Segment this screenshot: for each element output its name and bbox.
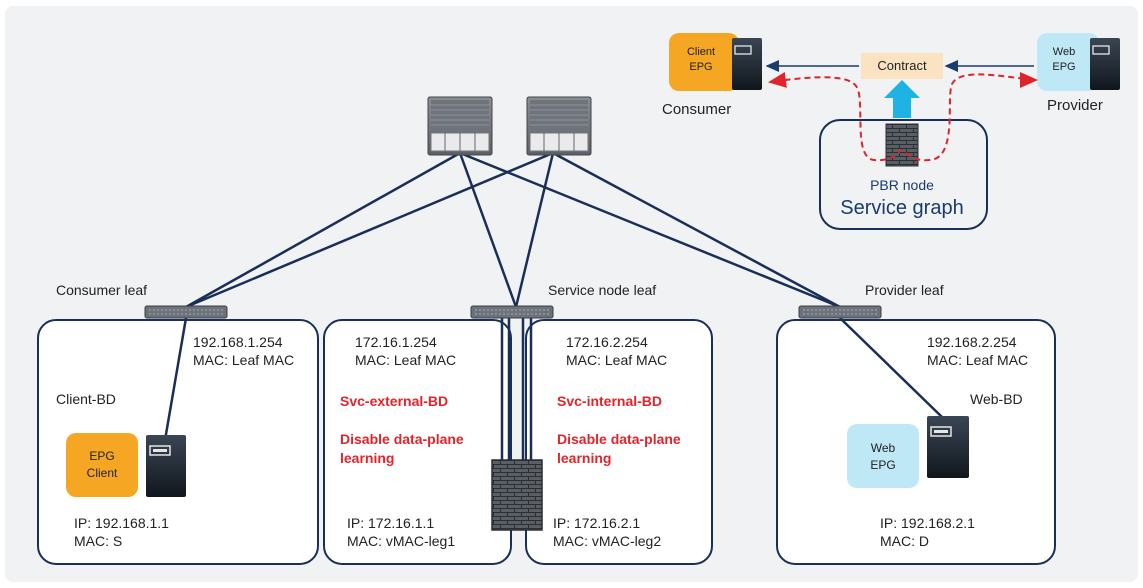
svc-internal-note-line1: Disable data-plane	[557, 431, 681, 447]
svc-internal-mac: MAC: vMAC-leg2	[553, 533, 661, 549]
web-server-icon	[927, 416, 969, 478]
svc-internal-ip: IP: 172.16.2.1	[553, 515, 640, 531]
web-bd-gateway-ip: 192.168.2.254	[927, 334, 1017, 350]
firewall-icon	[491, 459, 543, 531]
legend-web-epg-line1: Web	[1053, 46, 1075, 58]
client-bd-gateway-ip: 192.168.1.254	[193, 334, 283, 350]
legend-web-epg-line2: EPG	[1052, 61, 1075, 73]
web-epg-label-line2: EPG	[870, 458, 895, 472]
web-epg-label-line1: Web	[871, 441, 896, 455]
web-epg-box	[847, 424, 919, 488]
svc-external-ip: IP: 172.16.1.1	[347, 515, 434, 531]
svc-internal-gateway-ip: 172.16.2.254	[566, 334, 648, 350]
contract-box	[861, 53, 943, 79]
consumer-leaf-label: Consumer leaf	[56, 282, 147, 298]
service-node-leaf-label: Service node leaf	[548, 282, 656, 298]
traffic-path-dashed	[768, 71, 1035, 162]
client-bd-name: Client-BD	[56, 391, 116, 407]
fabric-links	[185, 151, 841, 309]
web-mac: MAC: D	[880, 533, 929, 549]
svc-internal-bd-box	[525, 319, 713, 565]
client-server-icon	[146, 435, 186, 497]
service-graph-up-arrow	[884, 80, 920, 118]
service-node-leaf-switch	[470, 305, 554, 319]
spine-switch-1	[427, 96, 493, 156]
svc-external-note-line1: Disable data-plane	[340, 431, 464, 447]
provider-leaf-switch	[798, 305, 882, 319]
client-epg-box	[66, 433, 138, 497]
svc-external-note-line2: learning	[340, 450, 394, 466]
provider-label: Provider	[1047, 97, 1103, 114]
svc-internal-bd-name: Svc-internal-BD	[557, 393, 662, 409]
svc-external-bd-box	[323, 319, 512, 565]
svc-external-gateway-ip: 172.16.1.254	[355, 334, 437, 350]
pbr-node-firewall-icon	[885, 123, 919, 167]
client-epg-label-line1: EPG	[89, 449, 114, 463]
legend-web-epg-box	[1037, 33, 1099, 91]
client-epg-label-line2: Client	[87, 466, 118, 480]
legend-client-epg-box	[669, 33, 739, 91]
legend-web-server-icon	[1090, 38, 1120, 90]
svc-external-bd-name: Svc-external-BD	[340, 393, 448, 409]
consumer-leaf-switch	[144, 305, 228, 319]
web-ip: IP: 192.168.2.1	[880, 515, 975, 531]
svc-external-gateway-mac: MAC: Leaf MAC	[355, 352, 456, 368]
web-bd-gateway-mac: MAC: Leaf MAC	[927, 352, 1028, 368]
client-bd-gateway-mac: MAC: Leaf MAC	[193, 352, 294, 368]
svc-internal-note-line2: learning	[557, 450, 611, 466]
leaf-endpoint-links	[163, 317, 944, 465]
legend-client-epg-line2: EPG	[689, 61, 712, 73]
consumer-label: Consumer	[662, 101, 731, 118]
provider-leaf-label: Provider leaf	[865, 282, 944, 298]
legend-client-server-icon	[732, 38, 762, 90]
contract-label: Contract	[877, 58, 927, 73]
service-graph-label: Service graph	[840, 197, 963, 219]
spine-switch-2	[526, 96, 592, 156]
svc-internal-gateway-mac: MAC: Leaf MAC	[566, 352, 667, 368]
web-bd-name: Web-BD	[970, 391, 1023, 407]
legend-client-epg-line1: Client	[687, 46, 715, 58]
svc-external-mac: MAC: vMAC-leg1	[347, 533, 455, 549]
client-ip: IP: 192.168.1.1	[74, 515, 169, 531]
pbr-node-label: PBR node	[870, 177, 934, 193]
client-mac: MAC: S	[74, 533, 122, 549]
